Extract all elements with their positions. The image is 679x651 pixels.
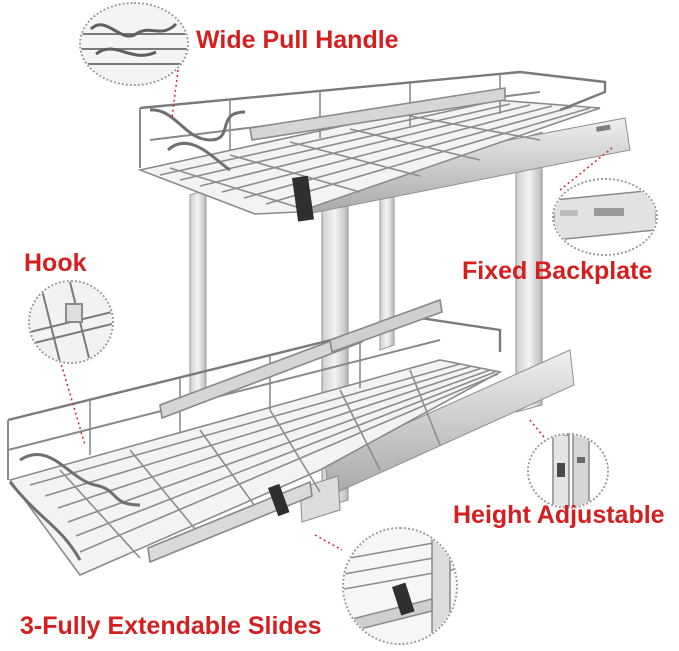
callout-fixed-backplate: Fixed Backplate — [462, 257, 653, 285]
backplate-detail-icon — [552, 178, 658, 256]
callout-extendable-slides: 3-Fully Extendable Slides — [20, 612, 322, 640]
callout-height-adjustable: Height Adjustable — [453, 501, 665, 529]
slide-detail-icon — [342, 527, 458, 645]
leader-lines — [59, 69, 613, 551]
callout-wide-pull-handle: Wide Pull Handle — [196, 26, 399, 54]
height-adjust-detail-icon — [527, 433, 609, 509]
upper-basket — [137, 70, 607, 222]
handle-detail-icon — [79, 2, 189, 86]
callout-hook: Hook — [24, 249, 87, 277]
lower-basket — [7, 298, 503, 576]
hook-detail-icon — [28, 280, 114, 364]
